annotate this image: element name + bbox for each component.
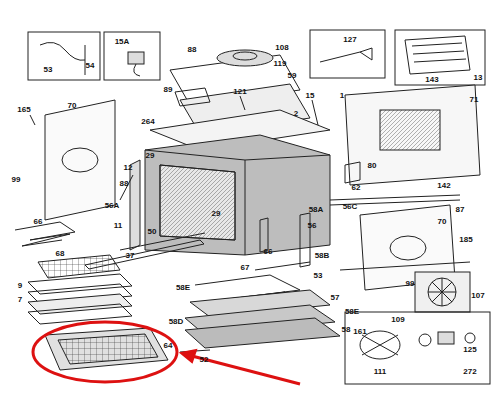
callout-number: 53 [44,66,53,74]
callout-number: 88 [188,46,197,54]
callout-number: 111 [374,368,386,376]
callout-number: 58E [345,308,359,316]
callout-number: 143 [425,76,438,84]
callout-number: 1 [340,92,344,100]
callout-number: 68 [56,250,65,258]
callout-number: 7 [18,296,22,304]
callout-number: 56 [308,222,317,230]
callout-number: 66 [34,218,43,226]
callout-number: 59 [288,72,297,80]
callout-number: 71 [470,96,479,104]
callout-number: 15 [306,92,315,100]
callout-number: 142 [437,182,450,190]
callout-number: 88 [120,180,129,188]
callout-number: 121 [233,88,246,96]
callout-number: 15A [115,38,130,46]
callout-number: 57 [331,294,340,302]
callout-number: 58A [309,206,324,214]
callout-number: 108 [275,44,288,52]
callout-number: 119 [274,60,287,68]
callout-number: 264 [141,118,154,126]
callout-number: 70 [438,218,447,226]
callout-number: 58B [315,252,330,260]
callout-number: 52 [200,356,209,364]
callout-number: 56A [105,202,120,210]
callout-number: 185 [459,236,472,244]
callout-number: 89 [164,86,173,94]
callout-number: 12 [124,164,133,172]
callout-number: 272 [463,368,476,376]
callout-number: 2 [294,110,298,118]
callout-number: 29 [146,152,155,160]
callout-number: 29 [212,210,221,218]
callout-number: 37 [126,252,135,260]
callout-number: 58D [169,318,184,326]
callout-number: 13 [474,74,483,82]
callout-number: 125 [463,346,476,354]
callout-number: 87 [456,206,465,214]
callout-number: 11 [114,222,122,230]
callout-number: 50 [148,228,157,236]
callout-number: 127 [343,36,356,44]
callout-number: 161 [353,328,366,336]
callout-number: 66 [264,248,273,256]
callout-number: 99 [12,176,21,184]
callout-number: 54 [86,62,95,70]
callout-number: 99 [406,280,415,288]
callout-number: 56C [343,203,358,211]
callout-number: 165 [17,106,30,114]
callout-number: 107 [471,292,484,300]
callout-number: 53 [314,272,323,280]
callout-number: 58 [342,326,351,334]
callout-number: 70 [68,102,77,110]
callout-number: 80 [368,162,377,170]
callout-number: 58E [176,284,190,292]
callout-number: 64 [164,342,173,350]
callout-number: 62 [352,184,361,192]
callout-number: 9 [18,282,22,290]
callout-number: 67 [241,264,250,272]
callout-number: 109 [391,316,404,324]
